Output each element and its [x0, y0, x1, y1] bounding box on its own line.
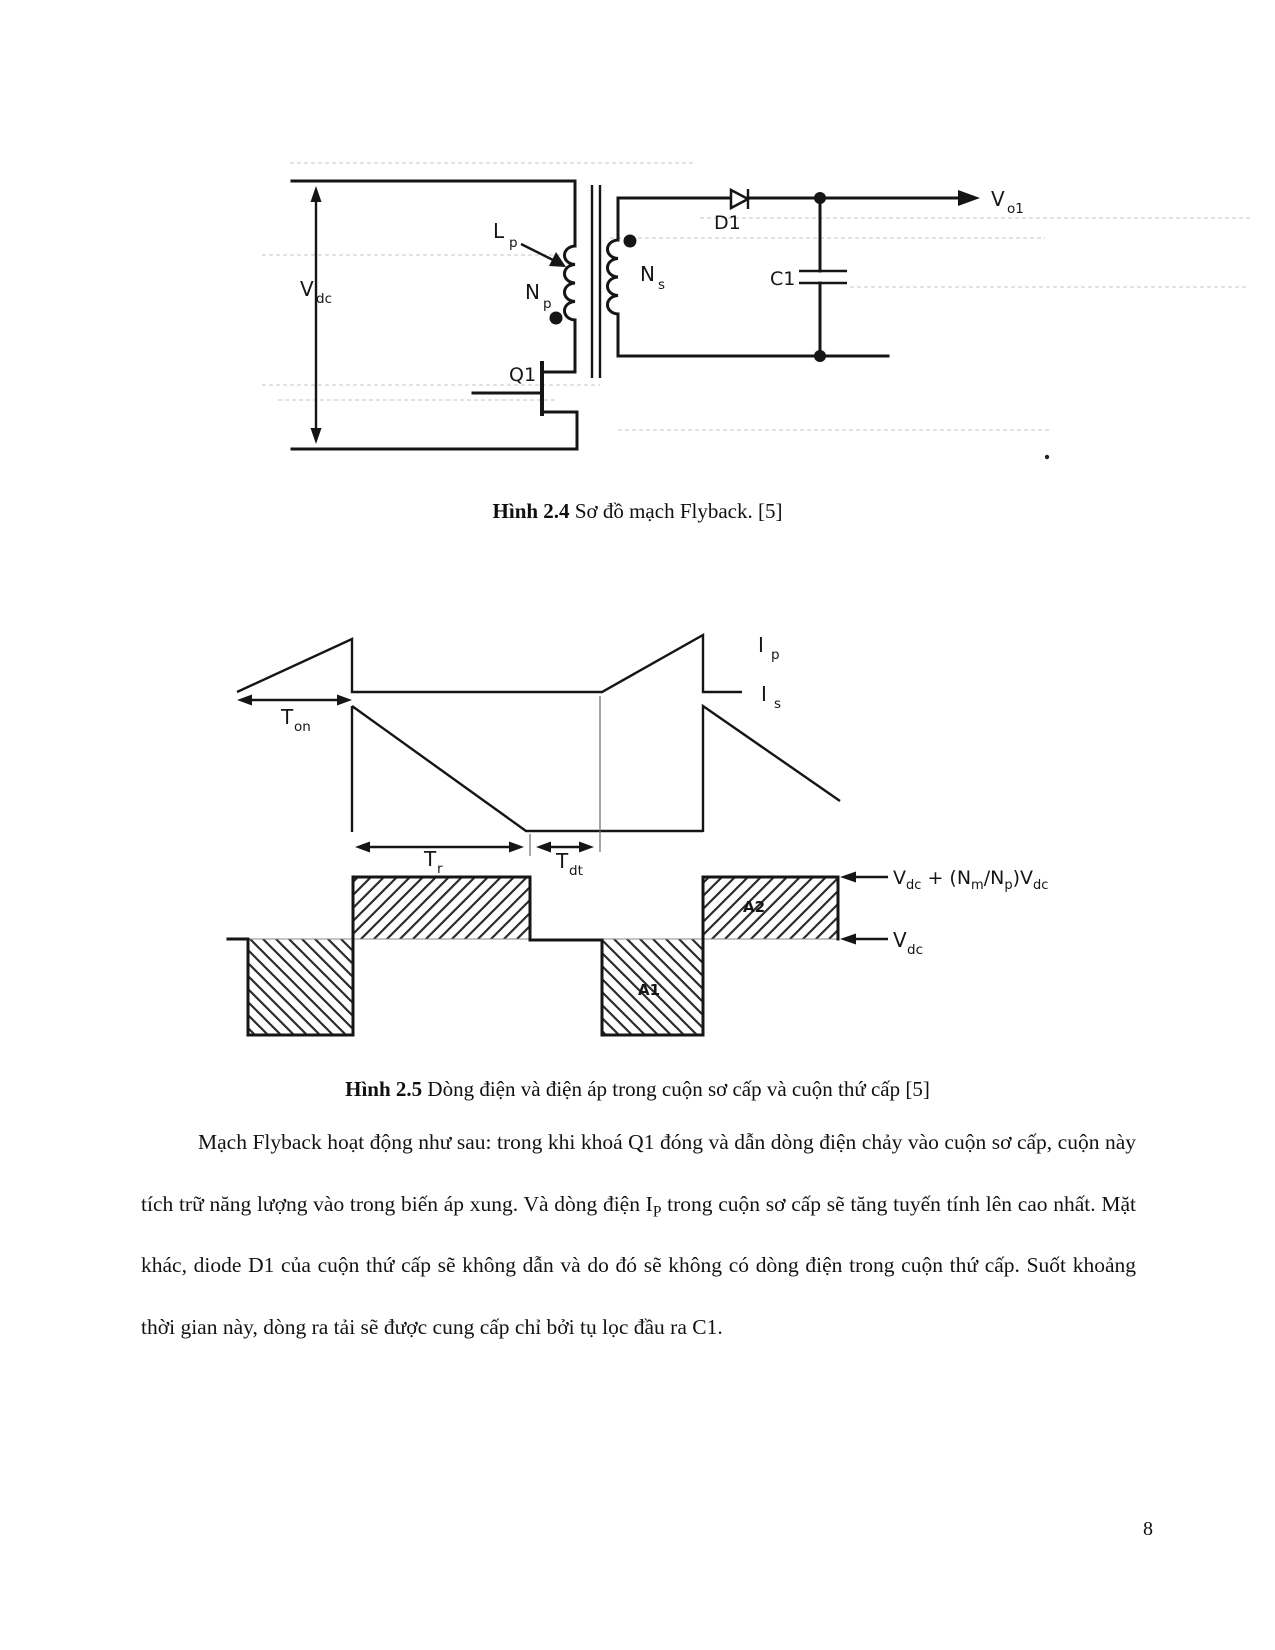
label-is: I s [761, 682, 781, 712]
junction-dot-bottom [814, 350, 826, 362]
label-tr: T r [423, 847, 443, 877]
figure-2-5-caption-text: Dòng điện và điện áp trong cuộn sơ cấp v… [422, 1077, 930, 1101]
capacitor-c1 [799, 192, 847, 362]
primary-loop [290, 179, 579, 451]
label-ton: T on [280, 705, 311, 735]
figure-2-4-caption-number: Hình 2.4 [492, 499, 570, 523]
svg-text:o1: o1 [1007, 201, 1024, 217]
svg-text:C1: C1 [770, 268, 795, 290]
svg-text:dt: dt [569, 863, 583, 879]
label-ip: I p [758, 633, 780, 663]
label-lp: L p [493, 219, 518, 251]
label-vdc-level: V dc [893, 928, 923, 958]
figure-2-5-waveforms: I p I s T on T r T dt A1 A2 Vdc + (Nm/Np… [226, 632, 1048, 1037]
label-q1: Q1 [509, 364, 536, 386]
svg-text:A2: A2 [743, 898, 765, 916]
vdc-double-arrow [310, 186, 322, 444]
transformer-primary-winding [549, 244, 577, 325]
svg-text:s: s [774, 696, 781, 712]
svg-text:p: p [509, 235, 518, 251]
svg-text:T: T [423, 847, 437, 871]
tr-arrow [355, 841, 524, 853]
svg-text:I: I [761, 682, 767, 706]
svg-text:p: p [543, 296, 552, 312]
label-vdc: V dc [300, 277, 332, 307]
page-number: 8 [1143, 1518, 1153, 1540]
svg-text:r: r [437, 861, 443, 877]
svg-text:N: N [525, 280, 540, 304]
label-peak-voltage: Vdc + (Nm/Np)Vdc [893, 867, 1048, 893]
paragraph-text-2: trong cuộn sơ cấp sẽ tăng tuyến tính lên… [141, 1191, 1136, 1339]
voltage-waveform [226, 875, 840, 1037]
figure-2-4-caption-text: Sơ đồ mạch Flyback. [5] [569, 499, 783, 523]
svg-text:A1: A1 [638, 981, 660, 999]
primary-polarity-dot [549, 311, 563, 325]
hatched-low-region-2 [601, 938, 704, 1036]
label-c1: C1 [770, 268, 795, 290]
peak-level-pointer [840, 871, 888, 883]
figure-2-4-circuit: V dc L p N p N s Q1 D1 C1 V o1 [262, 162, 1250, 460]
svg-text:V: V [300, 277, 314, 301]
label-a1: A1 [638, 981, 660, 999]
timing-marker-lines [529, 696, 601, 856]
svg-text:I: I [758, 633, 764, 657]
secondary-loop [616, 196, 962, 358]
svg-text:dc: dc [907, 942, 923, 958]
svg-text:Vdc + (Nm/Np)Vdc: Vdc + (Nm/Np)Vdc [893, 867, 1048, 893]
hatched-low-region-1 [247, 938, 354, 1036]
junction-dot-top [814, 192, 826, 204]
body-paragraph: Mạch Flyback hoạt động như sau: trong kh… [141, 1112, 1136, 1358]
diode-d1 [729, 187, 751, 211]
label-np: N p [525, 280, 552, 312]
label-a2: A2 [743, 898, 765, 916]
transformer-secondary-winding [606, 196, 637, 358]
mosfet-q1 [471, 361, 579, 451]
svg-text:dc: dc [316, 291, 332, 307]
figure-2-5-caption-number: Hình 2.5 [345, 1077, 423, 1101]
ton-arrow [237, 694, 352, 706]
svg-text:T: T [555, 849, 569, 873]
label-tdt: T dt [555, 849, 583, 879]
transformer-core [590, 185, 602, 378]
figure-2-4-caption: Hình 2.4 Sơ đồ mạch Flyback. [5] [0, 499, 1275, 524]
ip-waveform [236, 632, 742, 694]
hatched-pulse-1 [352, 876, 531, 940]
svg-text:D1: D1 [714, 212, 741, 234]
ip-subscript: P [652, 1202, 662, 1220]
output-arrow [958, 190, 980, 206]
label-vo1: V o1 [991, 187, 1024, 217]
tdt-arrow [536, 841, 594, 853]
svg-text:V: V [893, 928, 907, 952]
is-waveform [350, 703, 841, 833]
label-ns: N s [640, 262, 665, 293]
secondary-polarity-dot [623, 234, 637, 248]
figure-2-5-caption: Hình 2.5 Dòng điện và điện áp trong cuộn… [0, 1077, 1275, 1102]
vdc-level-pointer [840, 933, 888, 945]
svg-text:on: on [294, 719, 311, 735]
paragraph-text-1: Mạch Flyback hoạt động như sau: trong kh… [141, 1130, 1136, 1216]
label-d1: D1 [714, 212, 741, 234]
scan-artifact-dot [1044, 454, 1050, 460]
svg-text:N: N [640, 262, 655, 286]
svg-text:p: p [771, 647, 780, 663]
svg-text:Q1: Q1 [509, 364, 536, 386]
svg-text:V: V [991, 187, 1005, 211]
svg-text:T: T [280, 705, 294, 729]
scan-artifact-lines [262, 162, 1250, 431]
svg-text:s: s [658, 277, 665, 293]
hatched-pulse-2 [702, 876, 839, 940]
lp-pointer-arrow [520, 242, 566, 267]
svg-text:L: L [493, 219, 505, 243]
